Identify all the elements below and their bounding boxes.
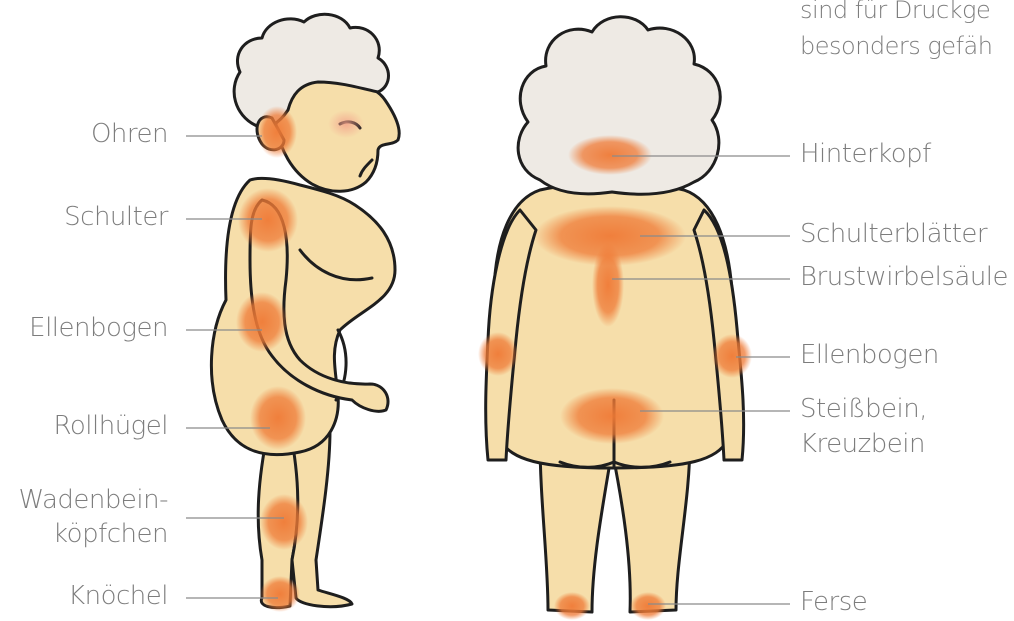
spot-heel-left — [554, 592, 590, 620]
label-elbow-side: Ellenbogen — [29, 312, 168, 344]
label-trochanter: Rollhügel — [53, 410, 168, 442]
spot-coccyx — [560, 388, 664, 444]
label-coccyx-line-1: Steißbein, — [800, 393, 927, 425]
label-shoulder-blades: Schulterblätter — [800, 218, 987, 250]
spot-shoulder — [238, 188, 298, 252]
spot-elbow-right — [712, 334, 752, 378]
label-heel: Ferse — [800, 586, 867, 618]
spot-heel-right — [630, 592, 666, 620]
label-elbow-back: Ellenbogen — [800, 339, 939, 371]
spot-ears — [257, 106, 297, 158]
label-ears: Ohren — [91, 118, 168, 150]
spot-elbow-side — [236, 292, 288, 352]
spot-back-of-head — [568, 135, 652, 175]
spot-elbow-left — [478, 332, 518, 376]
label-fibula-head-line-2: köpfchen — [53, 518, 168, 550]
intro-text-line-2: besonders gefäh — [800, 30, 992, 62]
spot-ankle — [260, 576, 300, 612]
spot-fibula-head — [260, 494, 308, 550]
label-coccyx-line-2: Kreuzbein — [800, 428, 925, 460]
label-thoracic-spine: Brustwirbelsäule — [800, 261, 1008, 293]
label-ankle: Knöchel — [68, 580, 168, 612]
spot-thoracic-spine — [592, 243, 624, 327]
intro-text-line-1: sind für Druckge — [800, 0, 990, 26]
spot-trochanter — [250, 386, 306, 450]
label-shoulder: Schulter — [64, 201, 168, 233]
label-back-of-head: Hinterkopf — [800, 138, 931, 170]
label-fibula-head-line-1: Wadenbein- — [18, 484, 168, 516]
